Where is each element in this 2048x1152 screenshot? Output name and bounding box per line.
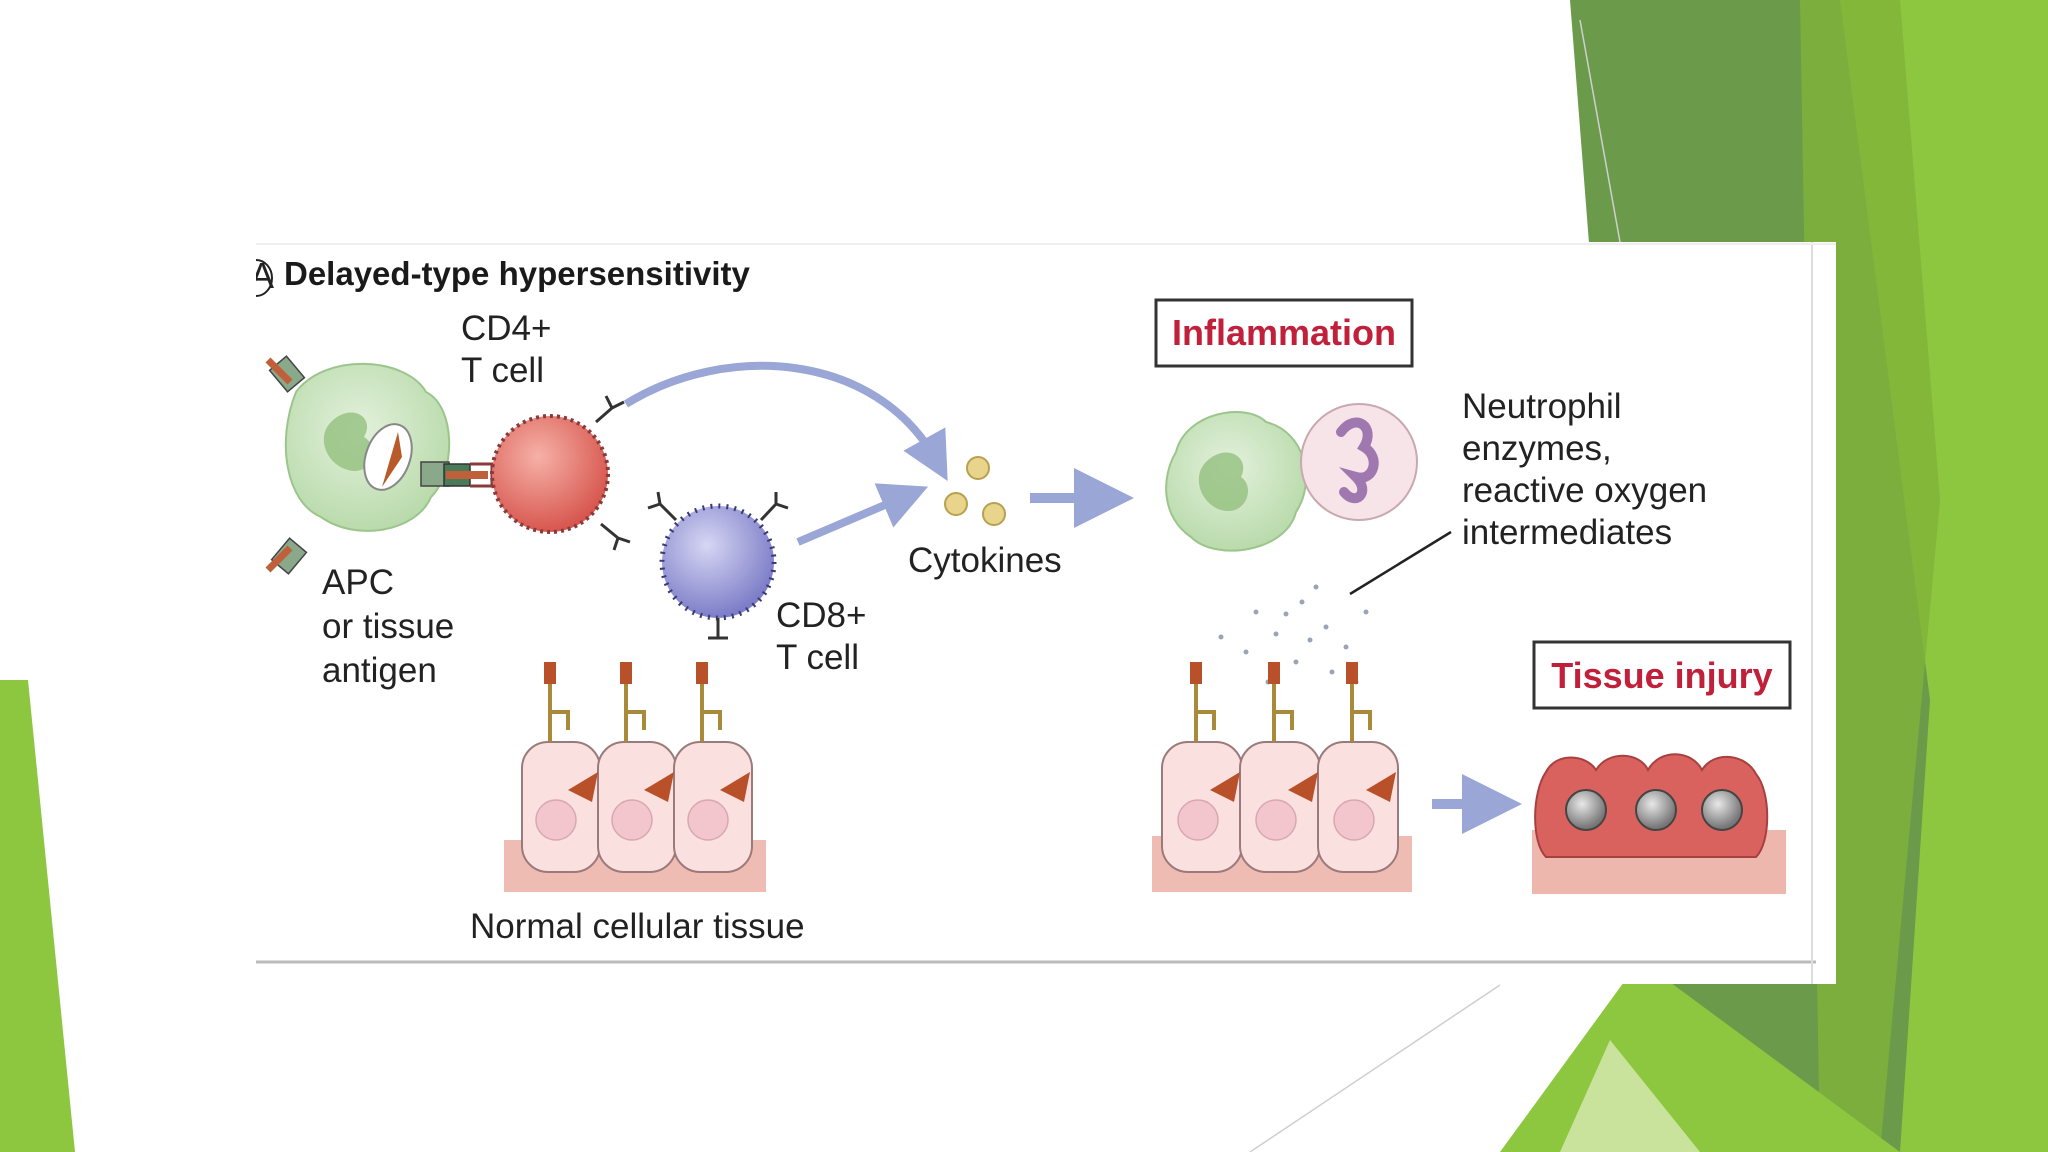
- cd8-t-cell: [647, 491, 789, 640]
- inflammation-label: Inflammation: [1172, 312, 1396, 353]
- normal-tissue-left: [504, 662, 766, 892]
- apc-label-line3: antigen: [322, 651, 437, 690]
- inflammation-box: [1154, 298, 1414, 368]
- normal-tissue-label: Normal cellular tissue: [470, 907, 805, 946]
- neutrophil-label-line4: intermediates: [1462, 513, 1672, 552]
- tissue-injury-label: Tissue injury: [1551, 655, 1772, 696]
- tissue-injury-box: [1532, 640, 1792, 710]
- cytokines-label: Cytokines: [908, 541, 1062, 580]
- arrow-cd8-to-cytokines: [796, 483, 929, 546]
- neutrophil-label-line3: reactive oxygen: [1462, 471, 1707, 510]
- arrow-cd4-to-cytokines: [623, 361, 948, 481]
- cd4-t-cell: [490, 395, 631, 551]
- cd4-label-line1: CD4+: [461, 309, 551, 348]
- green-shape-left: [0, 680, 75, 1152]
- green-shape-bottom-pale: [1560, 1040, 1700, 1152]
- thin-line-top: [1579, 19, 1621, 243]
- cytokines: [944, 456, 1006, 526]
- cd8-label-line2: T cell: [776, 638, 859, 677]
- figure-canvas: A Delayed-type hypersensitivity: [256, 242, 1836, 984]
- damaged-tissue: [1532, 753, 1786, 894]
- neutrophil-pointer-line: [1349, 530, 1452, 596]
- inflamed-tissue: [1152, 662, 1412, 892]
- apc-label-line2: or tissue: [322, 607, 454, 646]
- neutrophil-label-line2: enzymes,: [1462, 429, 1612, 468]
- figure-title: Delayed-type hypersensitivity: [284, 255, 750, 292]
- tcr-complex: [443, 462, 494, 488]
- apc-label-line1: APC: [322, 563, 394, 602]
- apc-cell: [265, 355, 451, 575]
- cd4-label-line2: T cell: [461, 351, 544, 390]
- neutrophil-label-line1: Neutrophil: [1462, 387, 1622, 426]
- neutrophil-cell: [1300, 403, 1418, 521]
- hypersensitivity-figure: A Delayed-type hypersensitivity: [256, 242, 1836, 984]
- thin-line-bottom: [1249, 984, 1501, 1152]
- macrophage-cell: [1165, 411, 1307, 552]
- cd8-label-line1: CD8+: [776, 596, 866, 635]
